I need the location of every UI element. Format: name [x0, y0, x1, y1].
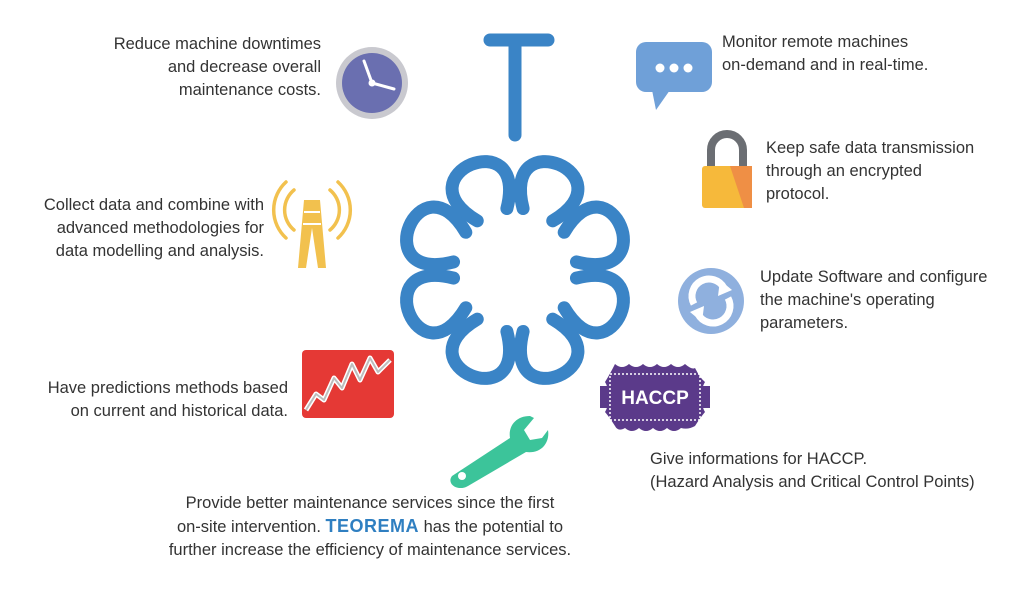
haccp-text: Give informations for HACCP. (Hazard Ana… [650, 448, 975, 494]
flower-petal [400, 200, 473, 271]
flower-center [453, 208, 577, 332]
collect-line: advanced methodologies for [56, 219, 264, 237]
antenna-icon [272, 180, 352, 268]
downtime-line: maintenance costs. [178, 81, 321, 99]
collect-line: Collect data and combine with [43, 196, 264, 214]
update-line: parameters. [760, 314, 849, 332]
downtime-line: and decrease overall [167, 58, 321, 76]
flower-petal [514, 155, 585, 228]
maintenance-line: further increase the efficiency of maint… [168, 541, 572, 559]
teorema-flower-logo [400, 33, 630, 385]
update-text: Update Software and configure the machin… [760, 266, 987, 335]
monitor-line: on-demand and in real-time. [722, 56, 929, 74]
chat-bubble-icon [636, 42, 712, 110]
secure-line: protocol. [766, 185, 830, 203]
collect-line: data modelling and analysis. [55, 242, 264, 260]
maintenance-text: Provide better maintenance services sinc… [130, 492, 610, 562]
flower-stem [483, 33, 555, 142]
secure-line: Keep safe data transmission [766, 139, 975, 157]
update-line: the machine's operating [760, 291, 935, 309]
predict-line: Have predictions methods based [47, 379, 288, 397]
maintenance-line: Provide better maintenance services sinc… [185, 494, 555, 512]
haccp-line: (Hazard Analysis and Critical Control Po… [650, 473, 975, 491]
secure-line: through an encrypted [766, 162, 922, 180]
flower-petal [557, 200, 630, 271]
haccp-line: Give informations for HACCP. [650, 450, 868, 468]
wrench-icon [450, 416, 549, 488]
predict-line: on current and historical data. [70, 402, 288, 420]
downtime-line: Reduce machine downtimes [113, 35, 321, 53]
clock-icon [336, 47, 408, 119]
flower-petal [514, 312, 585, 385]
maintenance-line-part: on-site intervention. [176, 518, 321, 536]
flower-petal [400, 269, 473, 340]
flower-petal [557, 269, 630, 340]
downtime-text: Reduce machine downtimes and decrease ov… [114, 33, 321, 102]
haccp-badge-icon: HACCP [600, 364, 710, 431]
monitor-text: Monitor remote machines on-demand and in… [722, 31, 928, 77]
maintenance-line-part: has the potential to [419, 518, 564, 536]
collect-text: Collect data and combine with advanced m… [44, 194, 264, 263]
flower-petal [445, 155, 516, 228]
update-line: Update Software and configure [760, 268, 988, 286]
secure-text: Keep safe data transmission through an e… [766, 137, 974, 206]
flower-petal [445, 312, 516, 385]
maintenance-line: on-site intervention. TEOREMA has the po… [130, 515, 610, 539]
monitor-line: Monitor remote machines [722, 33, 909, 51]
chart-icon [302, 350, 394, 418]
padlock-icon [702, 130, 752, 208]
haccp-badge-label: HACCP [621, 388, 689, 409]
predict-text: Have predictions methods based on curren… [48, 377, 288, 423]
refresh-icon [678, 268, 744, 334]
teorema-brand-name: TEOREMA [325, 516, 420, 536]
